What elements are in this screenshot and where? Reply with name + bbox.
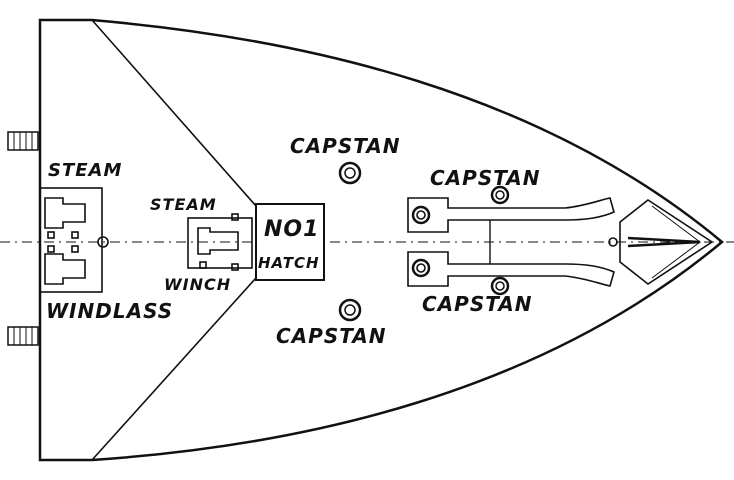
stem-chock	[608, 199, 714, 285]
label-windlass: WINDLASS	[46, 299, 173, 323]
label-hatch-number: NO1	[264, 217, 319, 242]
label-capstan-top-left: CAPSTAN	[290, 134, 401, 158]
label-steam-winch: STEAM	[150, 195, 217, 214]
winch-machinery	[187, 213, 253, 271]
forecastle-line-upper	[91, 19, 257, 207]
label-hatch: HATCH	[258, 254, 320, 272]
capstan-bottom-left-symbol	[338, 298, 362, 322]
label-steam-windlass: STEAM	[48, 160, 122, 181]
hatch-no1	[255, 203, 325, 281]
capstan-bottom-right-symbol	[490, 276, 510, 296]
bollard-bottom	[7, 326, 39, 346]
hawse-pipe-upper	[407, 197, 615, 233]
bollard-top	[7, 131, 39, 151]
label-winch: WINCH	[164, 275, 231, 294]
label-capstan-bottom-left: CAPSTAN	[276, 324, 387, 348]
forecastle-line-lower	[91, 277, 257, 461]
label-capstan-top-right: CAPSTAN	[430, 166, 541, 190]
hawse-pipe-lower	[407, 251, 615, 287]
windlass-machinery	[39, 187, 109, 293]
label-capstan-bottom-right: CAPSTAN	[422, 292, 533, 316]
hull-outline	[38, 18, 724, 462]
capstan-top-right-symbol	[490, 185, 510, 205]
capstan-top-left-symbol	[338, 161, 362, 185]
